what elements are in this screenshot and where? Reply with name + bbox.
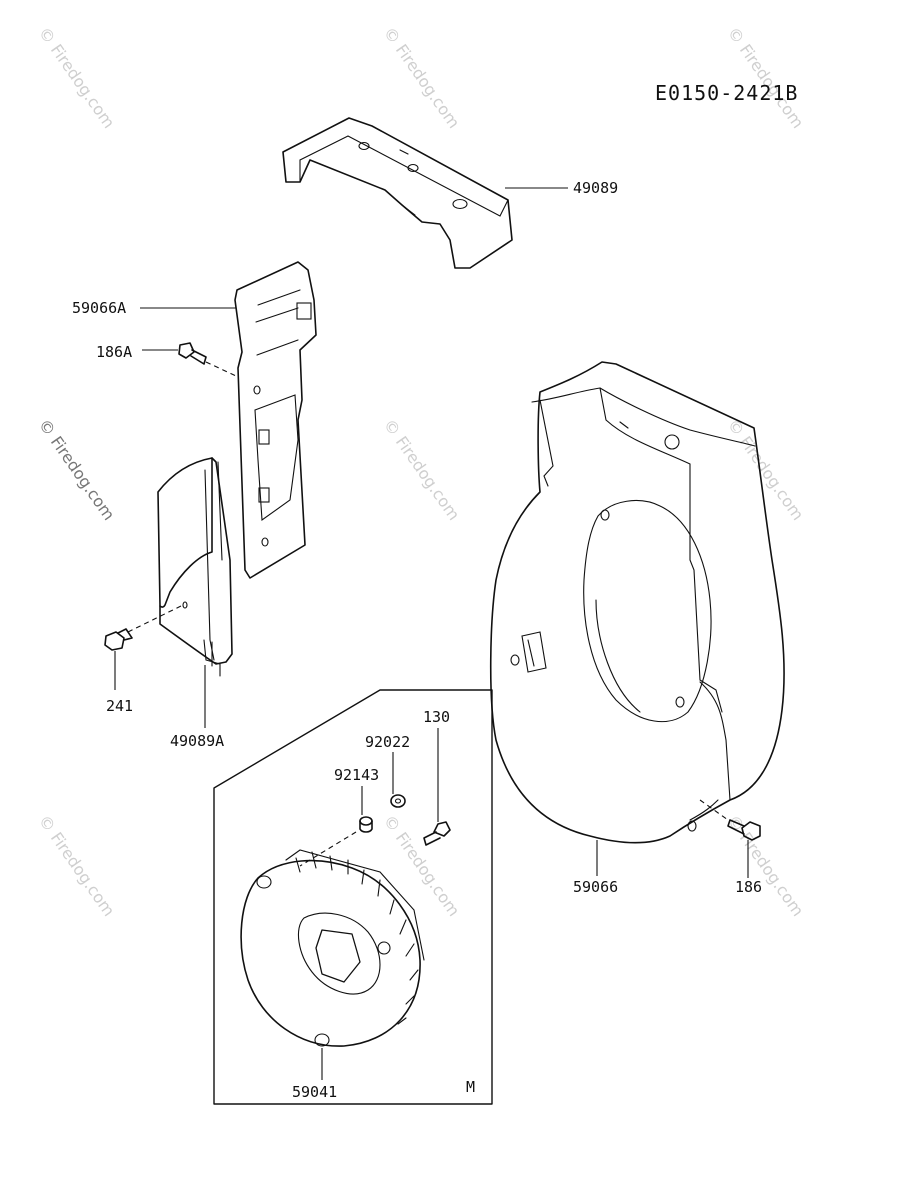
inset-marker: M [466, 1078, 475, 1096]
watermark: © Firedog.com [724, 23, 808, 131]
watermark: © Firedog.com [35, 23, 119, 131]
watermark: © Firedog.com [380, 23, 464, 131]
watermark: © Firedog.com [724, 415, 808, 523]
part-130-drawing [423, 821, 451, 846]
part-label-59066A: 59066A [72, 299, 126, 317]
part-49089A-drawing [157, 457, 233, 677]
part-label-92022: 92022 [365, 733, 410, 751]
part-186A-drawing [178, 342, 207, 365]
part-49089-drawing [282, 117, 513, 269]
part-label-49089: 49089 [573, 179, 618, 197]
part-label-49089A: 49089A [170, 732, 224, 750]
part-label-130: 130 [423, 708, 450, 726]
fan-inset-frame [213, 689, 493, 1105]
part-59066-drawing [489, 361, 785, 844]
part-label-186A: 186A [96, 343, 132, 361]
watermark: © Firedog.com [724, 811, 808, 919]
part-label-186: 186 [735, 878, 762, 896]
part-label-92143: 92143 [334, 766, 379, 784]
watermark: © Firedog.com [380, 415, 464, 523]
part-186-drawing [727, 819, 761, 841]
part-59041-drawing [240, 849, 425, 1047]
part-92022-drawing [390, 794, 406, 808]
part-59066A-drawing [234, 261, 317, 579]
part-241-drawing [104, 628, 133, 651]
part-92143-drawing [359, 816, 373, 833]
watermark-dark: © Firedog.com [35, 415, 119, 523]
watermark: © Firedog.com [35, 811, 119, 919]
diagram-code: E0150-2421B [655, 81, 798, 105]
part-label-59066: 59066 [573, 878, 618, 896]
part-label-59041: 59041 [292, 1083, 337, 1101]
watermark: © Firedog.com [380, 811, 464, 919]
part-label-241: 241 [106, 697, 133, 715]
watermarks: © Firedog.com © Firedog.com © Firedog.co… [35, 23, 808, 919]
